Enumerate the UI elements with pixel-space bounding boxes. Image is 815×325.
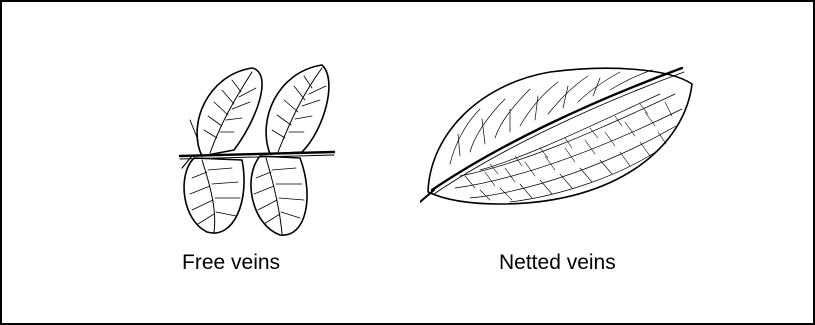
caption-free-veins: Free veins bbox=[182, 251, 280, 275]
netted-veins-leaf-icon bbox=[420, 64, 698, 214]
caption-netted-veins: Netted veins bbox=[499, 251, 616, 275]
free-veins-leaf-icon bbox=[162, 60, 342, 245]
